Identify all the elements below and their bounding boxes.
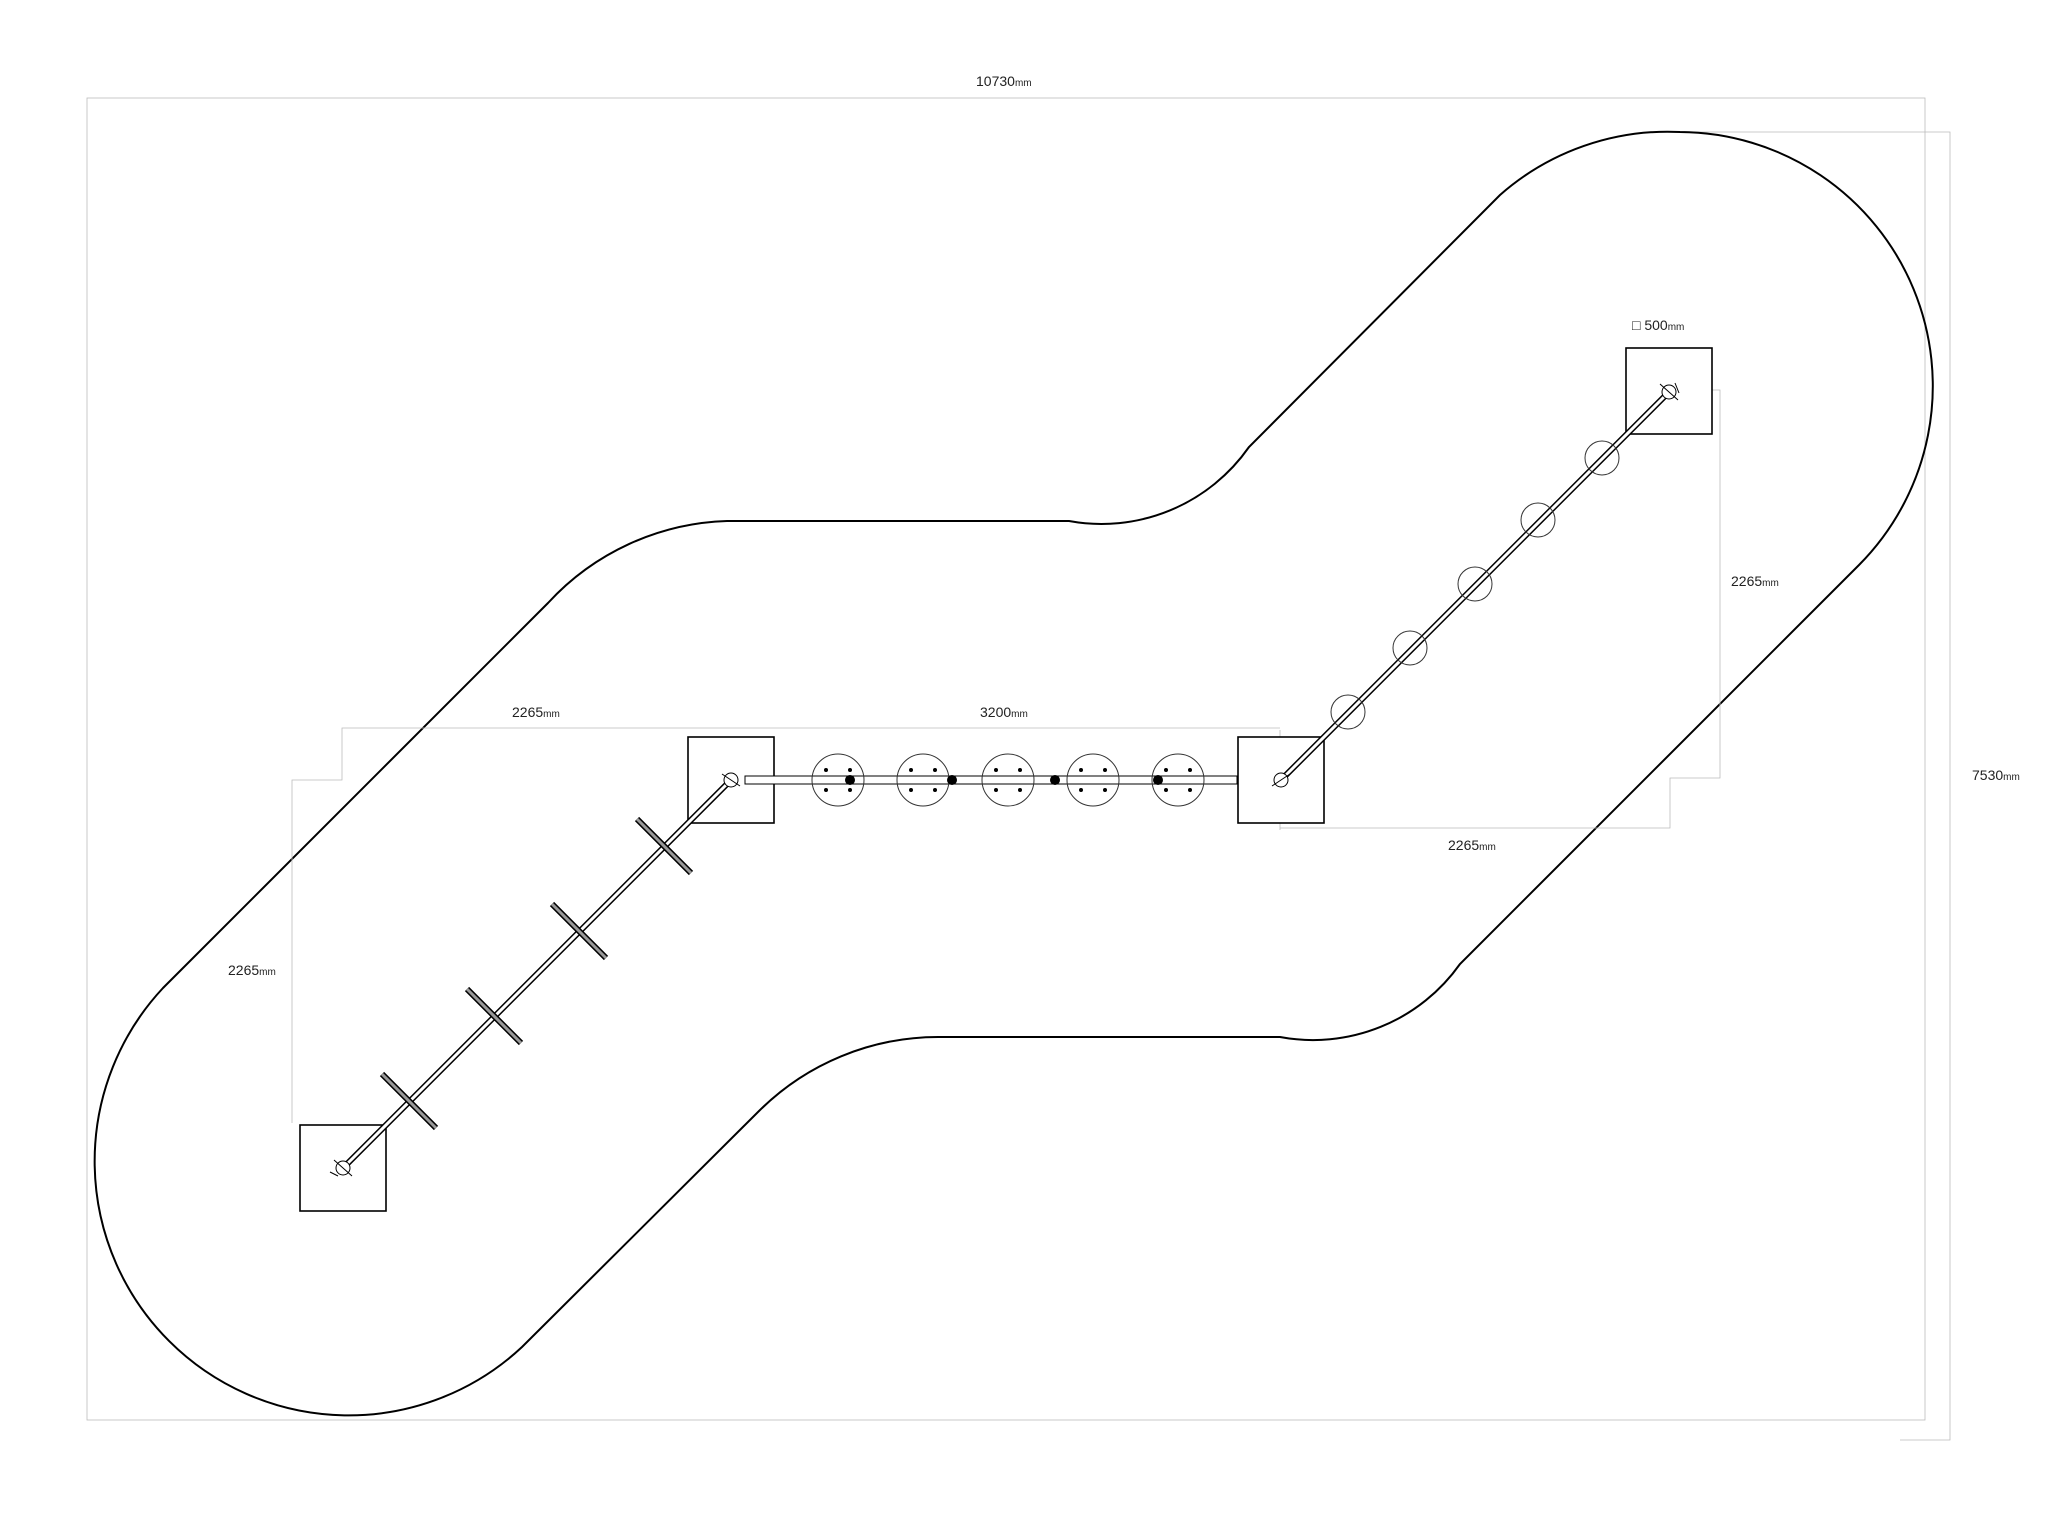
left-rise-label: 2265mm <box>228 962 276 978</box>
right-run-label: 2265mm <box>1448 837 1496 853</box>
fitting-icon <box>329 1159 353 1177</box>
ring <box>1584 440 1620 476</box>
disc <box>811 753 865 807</box>
plank-walkway <box>340 777 734 1171</box>
fitting-icon <box>1659 382 1680 401</box>
overall-height-label: 7530mm <box>1972 767 2020 783</box>
plank <box>464 986 524 1046</box>
disc <box>1151 753 1205 807</box>
disc <box>1066 753 1120 807</box>
plank <box>634 816 694 876</box>
dimension-lines <box>291 389 1721 1123</box>
safety-surface-outline <box>93 130 1934 1417</box>
fitting-icon <box>1271 772 1291 788</box>
ring <box>1330 694 1366 730</box>
plank <box>549 901 609 961</box>
fitting-icon <box>721 772 741 788</box>
disc <box>981 753 1035 807</box>
overall-dimension-frame <box>86 97 1951 1441</box>
overall-width-label: 10730mm <box>976 73 1032 89</box>
ring <box>1392 630 1428 666</box>
right-rise-label: 2265mm <box>1731 573 1779 589</box>
ring <box>1457 566 1493 602</box>
disc-bridge <box>744 753 1238 807</box>
plank <box>379 1071 439 1131</box>
ring-walkway <box>1278 389 1672 783</box>
ring <box>1520 502 1556 538</box>
left-run-label: 2265mm <box>512 704 560 720</box>
bridge-length-label: 3200mm <box>980 704 1028 720</box>
post-size-label: □ 500mm <box>1632 317 1684 333</box>
